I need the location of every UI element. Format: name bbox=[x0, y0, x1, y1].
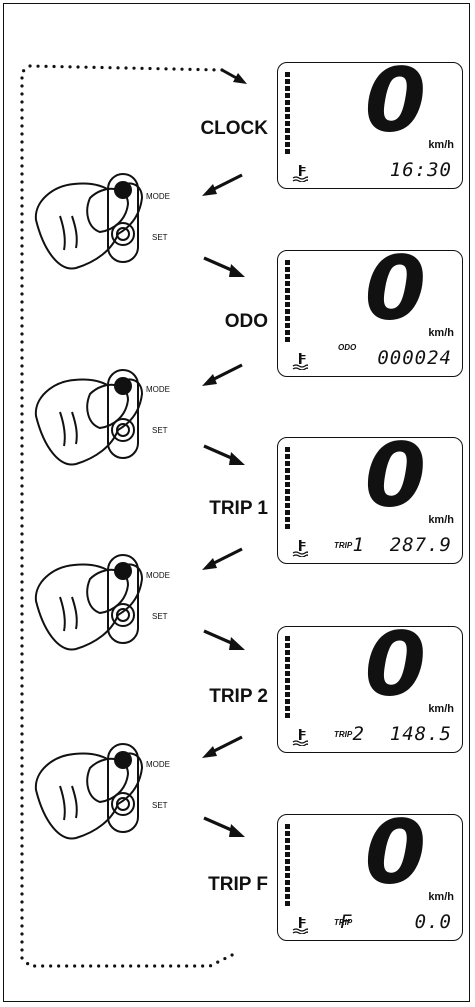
lcd-screen-odo: 0 km/h ODO 000024 bbox=[277, 245, 463, 377]
arrow-down-left-icon bbox=[202, 363, 243, 386]
lcd-readout: 2 148.5 bbox=[352, 723, 452, 745]
arrow-down-right-icon bbox=[203, 629, 245, 650]
speed-value: 0 bbox=[364, 801, 426, 904]
coolant-temperature-icon bbox=[292, 353, 308, 370]
mode-button-label: MODE bbox=[146, 571, 170, 580]
arrow-down-right-icon bbox=[203, 816, 245, 837]
hand-pressing-mode-icon bbox=[34, 743, 144, 840]
set-button-label: SET bbox=[152, 426, 168, 435]
set-button-label: SET bbox=[152, 801, 168, 810]
mode-label-trip-2: TRIP 2 bbox=[209, 686, 268, 707]
speed-value: 0 bbox=[364, 237, 426, 340]
coolant-temperature-icon bbox=[292, 729, 308, 746]
mode-label-clock: CLOCK bbox=[200, 118, 268, 139]
mode-button-label: MODE bbox=[146, 385, 170, 394]
arrow-down-right-icon bbox=[203, 444, 245, 465]
set-button-label: SET bbox=[152, 612, 168, 621]
lcd-sub-label: TRIP bbox=[334, 541, 353, 550]
speed-value: 0 bbox=[364, 49, 426, 152]
hand-pressing-mode-icon bbox=[34, 554, 144, 651]
set-button-label: SET bbox=[152, 233, 168, 242]
mode-label-trip-f: TRIP F bbox=[208, 874, 268, 895]
rpm-bar-graph bbox=[285, 260, 290, 342]
speed-unit: km/h bbox=[428, 514, 454, 526]
lcd-screen-trip-f: 0 km/h TRIP F 0.0 bbox=[277, 809, 463, 941]
speed-unit: km/h bbox=[428, 703, 454, 715]
hand-pressing-mode-icon bbox=[34, 173, 144, 270]
lcd-sub-label: TRIP bbox=[334, 730, 353, 739]
coolant-temperature-icon bbox=[292, 917, 308, 934]
rpm-bar-graph bbox=[285, 72, 290, 154]
lcd-readout: 1 287.9 bbox=[352, 534, 452, 556]
lcd-screen-clock: 0 km/h 16:30 bbox=[277, 57, 463, 189]
lcd-screen-trip-2: 0 km/h TRIP 2 148.5 bbox=[277, 621, 463, 753]
mode-label-trip-1: TRIP 1 bbox=[209, 498, 268, 519]
arrow-down-left-icon bbox=[202, 547, 243, 570]
lcd-readout: 16:30 bbox=[389, 159, 452, 181]
lcd-readout: 000024 bbox=[377, 347, 452, 369]
lcd-screen-trip-1: 0 km/h TRIP 1 287.9 bbox=[277, 432, 463, 564]
rpm-bar-graph bbox=[285, 447, 290, 529]
arrow-down-left-icon bbox=[202, 173, 243, 196]
lcd-sub-label: TRIP bbox=[334, 918, 353, 927]
arrow-down-left-icon bbox=[202, 735, 243, 758]
coolant-temperature-icon bbox=[292, 540, 308, 557]
coolant-temperature-icon bbox=[292, 165, 308, 182]
speed-value: 0 bbox=[364, 613, 426, 716]
lcd-readout: F 0.0 bbox=[340, 911, 452, 933]
mode-button-label: MODE bbox=[146, 192, 170, 201]
hand-pressing-mode-icon bbox=[34, 369, 144, 466]
speed-unit: km/h bbox=[428, 139, 454, 151]
lcd-sub-label: ODO bbox=[338, 343, 357, 352]
mode-button-label: MODE bbox=[146, 760, 170, 769]
speed-unit: km/h bbox=[428, 327, 454, 339]
rpm-bar-graph bbox=[285, 824, 290, 906]
speed-value: 0 bbox=[364, 424, 426, 527]
rpm-bar-graph bbox=[285, 636, 290, 718]
arrow-down-right-icon bbox=[203, 256, 245, 277]
mode-label-odo: ODO bbox=[224, 311, 268, 332]
speed-unit: km/h bbox=[428, 891, 454, 903]
